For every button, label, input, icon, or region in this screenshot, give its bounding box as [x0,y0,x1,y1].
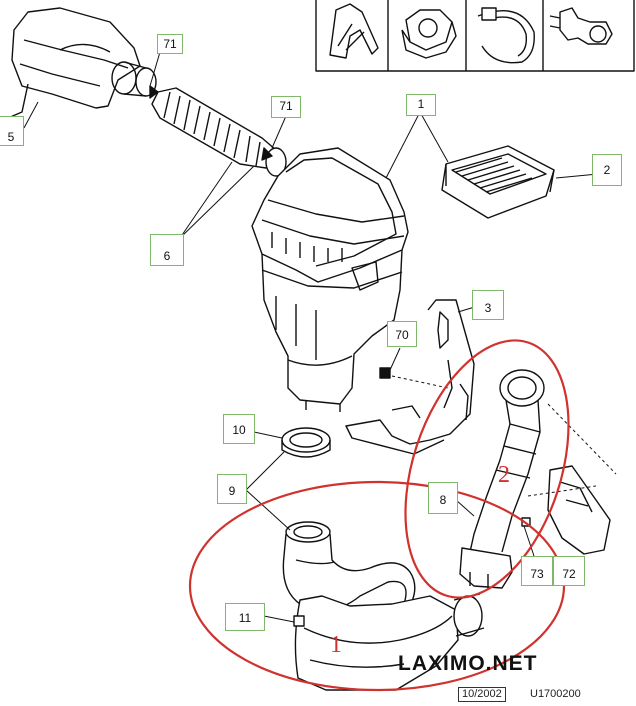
callout-11: 11 [225,603,265,631]
brand-watermark: LAXIMO.NET [398,652,538,675]
corrugated-hose-part-6 [149,85,287,177]
callout-71-hose: 71 [271,96,301,118]
callout-5: 5 [0,116,24,146]
ref-code: U1700200 [530,688,581,700]
callout-71-top-left: 71 [157,34,183,54]
elbow-duct-part-9 [282,521,416,617]
highlight-zone-1 [188,480,566,692]
callout-70: 70 [387,321,417,347]
zone-1-label: 1 [330,632,342,658]
callout-6: 6 [150,234,184,266]
bracket-part-3 [345,299,475,455]
callout-1: 1 [406,94,436,116]
callout-3: 3 [472,290,504,320]
callout-72: 72 [553,556,585,586]
callout-2: 2 [592,154,622,186]
callout-73: 73 [521,556,553,586]
ref-date: 10/2002 [458,687,506,702]
zone-2-label: 2 [498,462,510,488]
fastener-inset [315,0,635,72]
lower-resonator-part-11 [293,593,485,691]
seal-ring-part-10 [281,427,331,458]
highlight-zone-2 [404,339,570,599]
callout-9: 9 [217,474,247,504]
intake-shroud-part-5 [7,7,157,119]
intake-tube-part-8 [459,369,545,590]
leader-lines [23,51,617,623]
filter-element-part-2 [441,145,555,219]
callout-10: 10 [223,414,255,444]
air-filter-housing-part-1 [251,147,409,412]
callout-8: 8 [428,482,458,514]
